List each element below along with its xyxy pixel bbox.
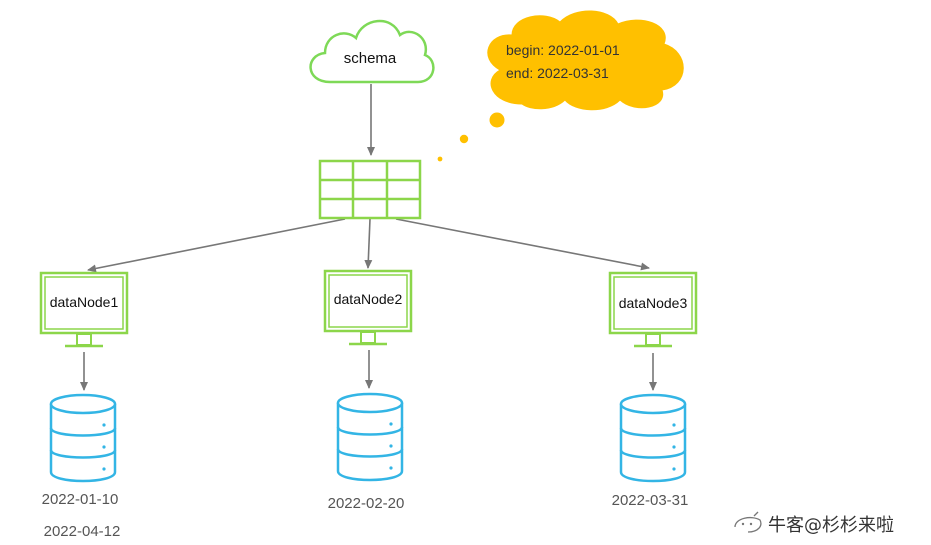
thought-dot-large xyxy=(489,112,505,128)
thought-bubble: begin: 2022-01-01 end: 2022-03-31 xyxy=(437,10,684,162)
datanode-date: 2022-02-20 xyxy=(328,495,405,512)
datanode-date: 2022-04-12 xyxy=(44,523,121,540)
database-icon xyxy=(619,393,687,483)
annotation-end: end: 2022-03-31 xyxy=(506,65,609,81)
datanode-2: dataNode2 2022-02-20 xyxy=(323,269,413,512)
annotation-begin: begin: 2022-01-01 xyxy=(506,42,620,58)
datanode-date: 2022-01-10 xyxy=(42,491,119,508)
datanode-date: 2022-03-31 xyxy=(612,492,689,509)
monitor-icon xyxy=(608,271,698,348)
thought-bubble-icon xyxy=(487,10,684,111)
arrow-table-to-datanode2 xyxy=(364,218,373,269)
thought-dot-small xyxy=(437,156,443,162)
thought-dot-medium xyxy=(459,134,469,144)
monitor-icon xyxy=(323,269,413,346)
datanode-3: dataNode3 2022-03-31 xyxy=(608,271,698,509)
connectors xyxy=(80,84,657,391)
database-icon xyxy=(49,393,117,483)
database-icon xyxy=(336,392,404,482)
table-grid-icon xyxy=(318,159,422,220)
watermark-text: 牛客@杉杉来啦 xyxy=(768,515,894,536)
monitor-icon xyxy=(39,271,129,348)
arrow-table-to-datanode3 xyxy=(395,218,650,271)
schema-label: schema xyxy=(344,50,397,67)
schema-cloud: schema xyxy=(309,19,435,84)
datanode-label: dataNode1 xyxy=(50,294,119,310)
datanode-label: dataNode3 xyxy=(619,295,688,311)
datanode-label: dataNode2 xyxy=(334,291,403,307)
nowcoder-logo-icon xyxy=(734,511,762,533)
arrow-table-to-datanode1 xyxy=(87,218,346,273)
cloud-icon xyxy=(309,19,435,84)
watermark: 牛客@杉杉来啦 xyxy=(734,511,894,536)
table-grid xyxy=(318,159,422,220)
datanode-1: dataNode1 2022-01-10 2022-04-12 xyxy=(39,271,129,540)
